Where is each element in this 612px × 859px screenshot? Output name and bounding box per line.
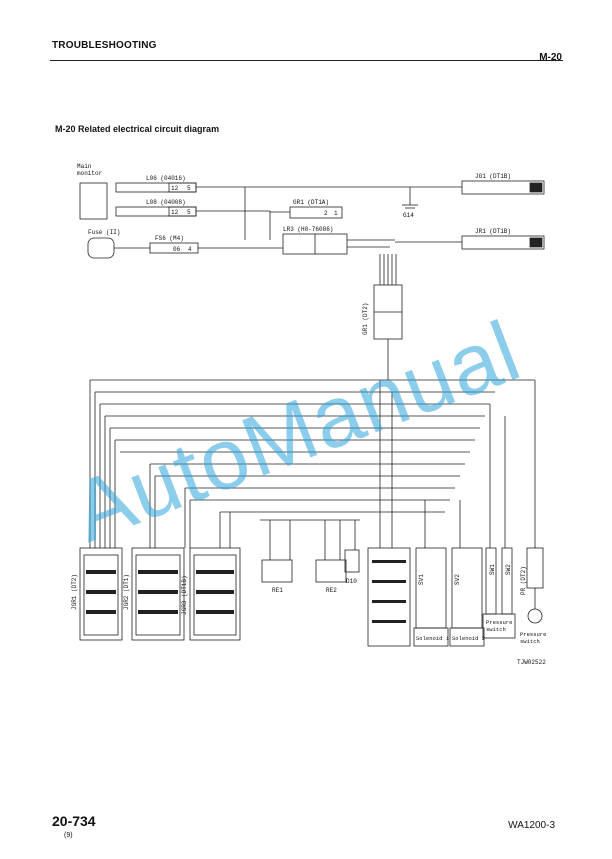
pressure-switch-box bbox=[482, 613, 516, 639]
jgr2-connector bbox=[131, 547, 185, 641]
fs6-pin-b: 4 bbox=[188, 246, 192, 253]
jgr1-connector bbox=[79, 547, 123, 641]
re1-label: RE1 bbox=[272, 587, 283, 594]
solenoid2-label: Solenoid 2 bbox=[452, 635, 485, 642]
sv2-label: SV2 bbox=[454, 574, 461, 585]
lr3-label: LR3 (H0-76086) bbox=[283, 226, 333, 233]
l06-pin-a: 12 bbox=[171, 185, 179, 192]
section-header: TROUBLESHOOTING bbox=[52, 40, 157, 51]
jgr1-label: JGR1 (DT2) bbox=[71, 574, 78, 610]
sv1-label: SV1 bbox=[418, 574, 425, 585]
jg1-connector bbox=[461, 180, 545, 195]
fuse-label: Fuse (II) bbox=[88, 229, 120, 236]
model-code: WA1200-3 bbox=[508, 820, 555, 831]
sv1-connector bbox=[415, 547, 447, 629]
sw2-label: SW2 bbox=[505, 564, 512, 575]
solenoid1-box bbox=[413, 627, 449, 647]
g14-label: G14 bbox=[403, 212, 414, 219]
page-mark: (9) bbox=[64, 832, 73, 839]
l06-label: L06 (04016) bbox=[146, 175, 186, 182]
label-line: switch bbox=[486, 626, 506, 633]
jg1-label: JG1 (DT1B) bbox=[475, 173, 511, 180]
fs6-pin-a: 06 bbox=[173, 246, 181, 253]
header-rule bbox=[50, 60, 563, 61]
grt-label: GR1 (DT2) bbox=[362, 303, 369, 335]
l08-pin-b: 5 bbox=[187, 209, 191, 216]
sw1-label: SW1 bbox=[489, 564, 496, 575]
fuse-symbol bbox=[87, 237, 115, 259]
re1-relay bbox=[261, 559, 293, 583]
l08-connector bbox=[115, 206, 197, 217]
gr1-label: GR1 (DT1A) bbox=[293, 199, 329, 206]
page-number: 20-734 bbox=[52, 813, 96, 829]
jgr2-label: JGR2 (DT1) bbox=[123, 574, 130, 610]
jgr3-label: JGR3 (DT1B) bbox=[181, 575, 188, 615]
d10-diode bbox=[344, 549, 360, 573]
jr1-connector bbox=[461, 235, 545, 250]
l06-pin-b: 5 bbox=[187, 185, 191, 192]
sv2-connector bbox=[451, 547, 483, 629]
gr1-pin-b: 1 bbox=[334, 210, 338, 217]
pr-label: PR (DT2) bbox=[520, 566, 527, 595]
d10-label: D10 bbox=[346, 578, 357, 585]
figure-id: TJW02522 bbox=[517, 659, 546, 666]
label-line: monitor bbox=[77, 170, 103, 177]
controller-block bbox=[367, 547, 411, 647]
jr1-label: JR1 (DT1B) bbox=[475, 228, 511, 235]
fs6-label: FS6 (M4) bbox=[155, 235, 184, 242]
terminal-pins bbox=[86, 560, 406, 623]
section-code: M-20 bbox=[539, 52, 562, 63]
re2-relay bbox=[315, 559, 347, 583]
pressure-switch-symbol bbox=[527, 608, 543, 624]
l08-label: L08 (04008) bbox=[146, 199, 186, 206]
pr-connector bbox=[526, 547, 544, 589]
main-monitor-box bbox=[79, 182, 108, 220]
l08-pin-a: 12 bbox=[171, 209, 179, 216]
re2-label: RE2 bbox=[326, 587, 337, 594]
solenoid2-box bbox=[449, 627, 485, 647]
gr1-connector bbox=[289, 206, 343, 219]
l06-connector bbox=[115, 182, 197, 193]
label-line: switch bbox=[520, 638, 540, 645]
diagram-title: M-20 Related electrical circuit diagram bbox=[55, 124, 220, 134]
solenoid1-label: Solenoid 1 bbox=[416, 635, 450, 642]
gr1-pin-a: 2 bbox=[324, 210, 328, 217]
jgr3-connector bbox=[189, 547, 241, 641]
